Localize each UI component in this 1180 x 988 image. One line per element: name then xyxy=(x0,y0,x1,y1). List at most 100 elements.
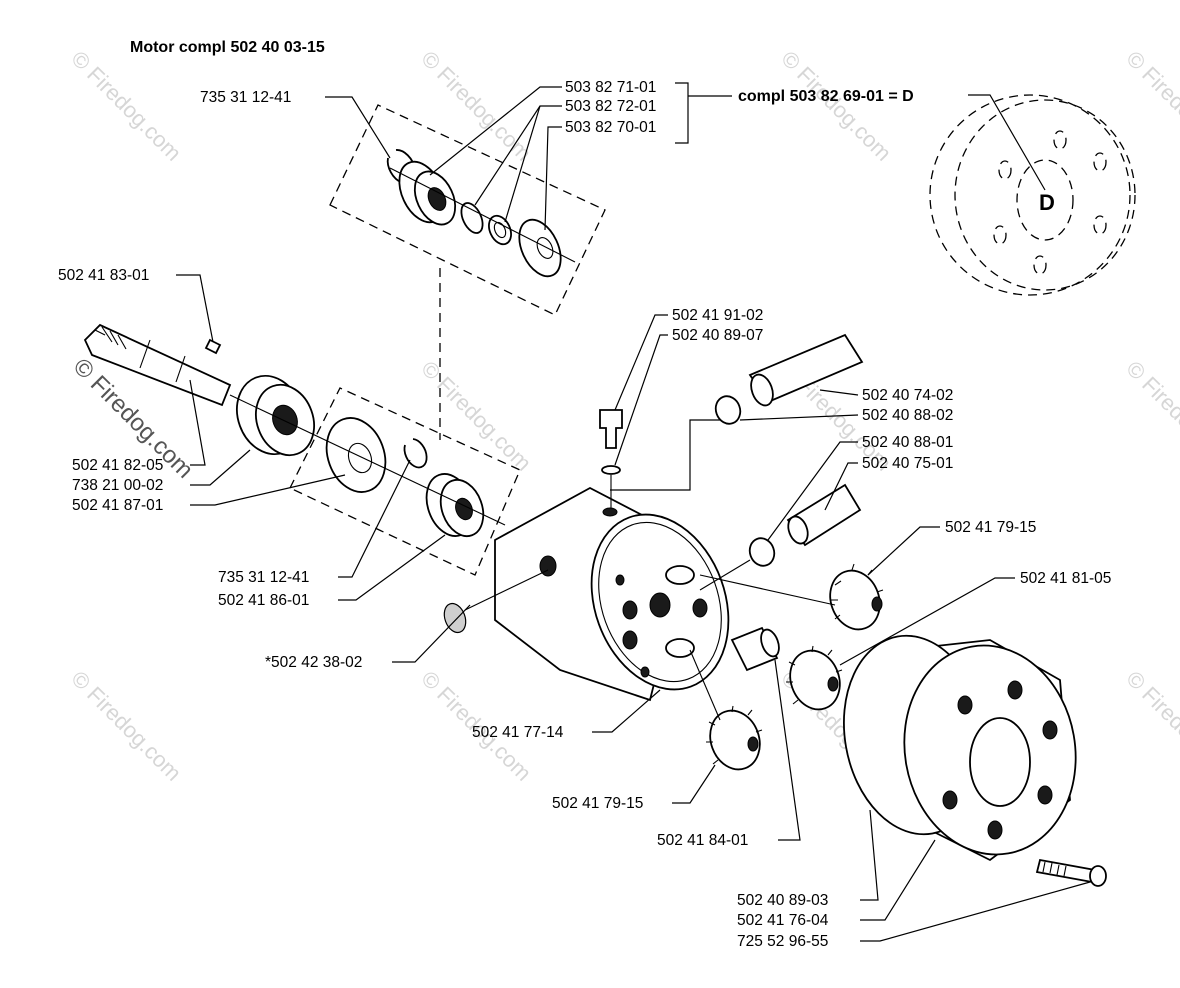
end-cover-bolt-hole xyxy=(957,695,973,715)
detail-d-bolt-hole xyxy=(998,160,1012,180)
leader-502-41-79-15-b xyxy=(672,764,716,804)
label-502-41-79-15-a: 502 41 79-15 xyxy=(945,519,1036,536)
label-502-40-88-01: 502 40 88-01 xyxy=(862,434,953,451)
leader-503-82-72-01-b xyxy=(504,105,541,223)
bleed-screw-part xyxy=(599,409,623,449)
leader-502-41-91-02 xyxy=(614,314,668,411)
housing-small-hole xyxy=(615,574,625,586)
ball-bearing-bore-part xyxy=(272,404,298,436)
end-cover-bolt-hole xyxy=(1007,680,1023,700)
watermark: © Firedog.com xyxy=(1121,356,1180,476)
seal-kit-dashed-box xyxy=(329,104,606,316)
housing-center-hole xyxy=(649,592,671,618)
shaft-body xyxy=(83,323,232,407)
housing-hole xyxy=(692,598,708,618)
cap-screw-part xyxy=(1035,858,1097,884)
label-502-41-87-01: 502 41 87-01 xyxy=(72,497,163,514)
housing-side-port xyxy=(539,555,557,577)
leader-detail-d xyxy=(968,94,1046,191)
bleed-washer-part xyxy=(601,465,621,475)
leader-502-42-38-02 xyxy=(392,604,471,663)
fitting-axis xyxy=(699,559,751,591)
thrust-washer-bore xyxy=(347,442,373,474)
leader-502-40-88-02 xyxy=(739,414,859,421)
leader-738-21-00-02 xyxy=(190,449,251,486)
housing-hole xyxy=(622,600,638,620)
label-502-41-79-15-b: 502 41 79-15 xyxy=(552,795,643,812)
detail-d-bolt-hole xyxy=(1053,130,1067,150)
watermark: © Firedog.com xyxy=(1121,666,1180,786)
gear-middle-part xyxy=(789,649,841,711)
shaft-step xyxy=(139,339,151,369)
detail-d-bore-outline xyxy=(1016,159,1074,241)
end-cover-part xyxy=(843,634,1077,862)
label-502-40-89-07: 502 40 89-07 xyxy=(672,327,763,344)
gear-lower-teeth xyxy=(706,705,763,765)
leader-502-40-89-07 xyxy=(614,334,668,466)
watermark: © Firedog.com xyxy=(66,666,186,786)
leader-502-40-88-01 xyxy=(767,441,858,541)
label-502-40-88-02: 502 40 88-02 xyxy=(862,407,953,424)
gear-upper-bore xyxy=(871,596,883,612)
seal-washer-bore xyxy=(536,237,554,259)
label-503-82-72-01: 503 82 72-01 xyxy=(565,98,656,115)
label-502-40-74-02: 502 40 74-02 xyxy=(862,387,953,404)
shaft-thread xyxy=(94,326,127,350)
bushing-part xyxy=(488,214,512,246)
leader-502-40-89-03 xyxy=(860,809,879,901)
end-cover-bolt-hole xyxy=(1042,720,1058,740)
detail-d-letter: D xyxy=(1039,190,1055,215)
shaft-key-part xyxy=(204,338,222,355)
watermark: © Firedog.com xyxy=(416,356,536,476)
detail-d-bolt-hole xyxy=(1033,255,1047,275)
leader-502-41-77-14 xyxy=(592,689,661,733)
leader-502-41-83-01 xyxy=(176,274,214,343)
gear-upper-teeth xyxy=(831,563,884,620)
leader-502-41-82-05 xyxy=(189,379,206,466)
watermark: © Firedog.com xyxy=(776,46,896,166)
leader-502-41-84-01 xyxy=(774,659,801,841)
drive-shaft-part xyxy=(83,323,232,407)
shaft-step xyxy=(175,355,186,383)
label-502-41-77-14: 502 41 77-14 xyxy=(472,724,564,741)
detail-d-bolt-hole xyxy=(1093,215,1107,235)
gear-lower-axis xyxy=(689,649,721,721)
label-502-41-83-01: 502 41 83-01 xyxy=(58,267,149,284)
cap-screw-thread xyxy=(1042,861,1067,877)
label-502-41-91-02: 502 41 91-02 xyxy=(672,307,763,324)
hose-fitting-upper-end xyxy=(750,373,774,407)
group-kit-label: compl 503 82 69-01 = D xyxy=(738,88,914,105)
housing-spigot xyxy=(665,638,695,658)
leader-fitting-to-housing xyxy=(610,419,720,491)
watermark: © Firedog.com xyxy=(1121,46,1180,166)
gear-lower-part xyxy=(709,709,761,771)
end-cover-bore xyxy=(969,717,1031,807)
seal-washer-part xyxy=(518,218,562,278)
label-735-31-12-41-top: 735 31 12-41 xyxy=(200,89,291,106)
leader-503-82-70-01 xyxy=(544,126,562,231)
seal-kit-axis xyxy=(389,167,576,263)
leader-502-41-79-15-a xyxy=(867,526,940,576)
leader-503-82-71-01 xyxy=(429,86,562,176)
label-502-40-75-01: 502 40 75-01 xyxy=(862,455,953,472)
set-screw-axis xyxy=(464,569,549,611)
label-502-41-82-05: 502 41 82-05 xyxy=(72,457,163,474)
housing-hole xyxy=(622,630,638,650)
seal-ring-upper-part xyxy=(714,395,742,425)
label-502-41-86-01: 502 41 86-01 xyxy=(218,592,309,609)
housing-top-port xyxy=(602,507,618,517)
seal-ring-lower-part xyxy=(748,537,776,567)
label-502-40-89-03: 502 40 89-03 xyxy=(737,892,828,909)
shaft-axis xyxy=(229,394,506,526)
label-502-41-76-04: 502 41 76-04 xyxy=(737,912,829,929)
label-503-82-70-01: 503 82 70-01 xyxy=(565,119,656,136)
label-738-21-00-02: 738 21 00-02 xyxy=(72,477,163,494)
housing-spigot xyxy=(665,565,695,585)
watermark: © Firedog.com xyxy=(416,46,536,166)
leader-502-41-76-04 xyxy=(860,839,936,921)
label-735-31-12-41-mid: 735 31 12-41 xyxy=(218,569,309,586)
detail-d-outer-outline xyxy=(929,94,1131,296)
detail-d-bolt-hole xyxy=(993,225,1007,245)
detail-d-cover: D xyxy=(929,94,1136,296)
